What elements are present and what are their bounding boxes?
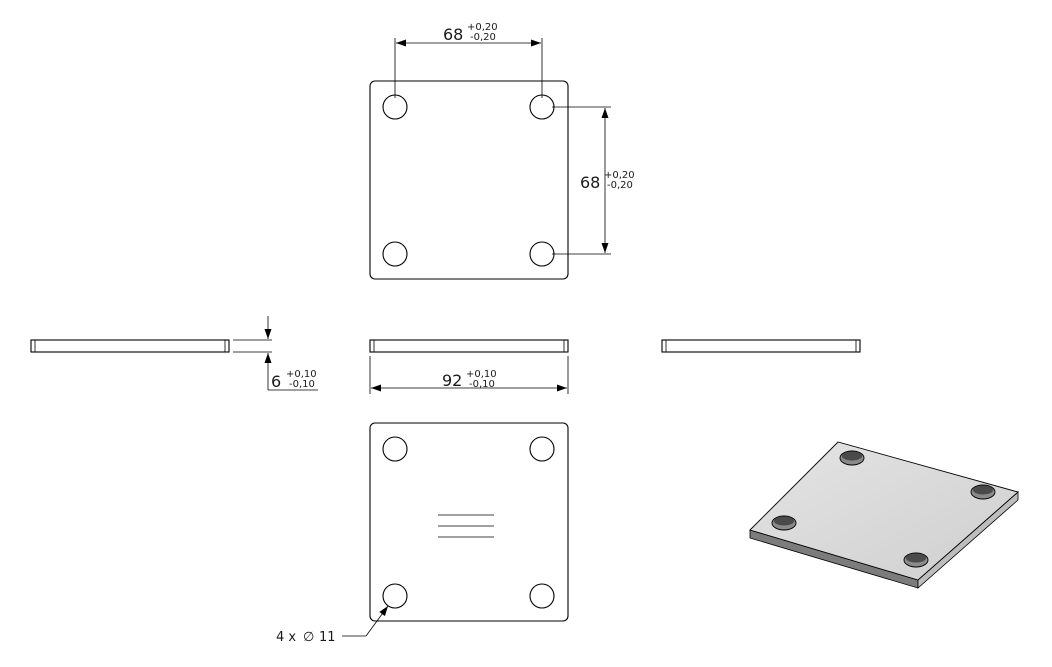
bottom-view-hole-bottom-right: [529, 583, 555, 609]
isometric-view: [749, 441, 1019, 589]
thickness-tol-minus: -0,10: [289, 379, 315, 390]
iso-holes: [771, 450, 996, 568]
right-side-view: [661, 339, 861, 353]
hole-count: 4 x: [276, 630, 296, 645]
top-view-plate-outline: [369, 80, 569, 280]
side-hole-spacing-value: 68: [580, 173, 600, 192]
iso-top-face: [749, 441, 1019, 581]
top-view-hole-top-left: [382, 94, 408, 120]
top-view: 68 +0,20 -0,20 68 +0,20 -0,20: [369, 22, 635, 280]
top-hole-spacing-tol-minus: -0,20: [470, 32, 496, 43]
bottom-view-plate-outline: [369, 422, 569, 622]
top-view-hole-top-right: [529, 94, 555, 120]
top-view-hole-bottom-right: [529, 241, 555, 267]
bottom-view: [369, 422, 569, 622]
side-hole-spacing-dimension: 68 +0,20 -0,20: [552, 106, 635, 255]
top-view-hole-bottom-left: [382, 241, 408, 267]
thickness-dimension: 6 +0,10 -0,10: [233, 316, 318, 391]
front-view: [369, 339, 569, 353]
bottom-view-hole-top-left: [382, 436, 408, 462]
thickness-tol-plus: +0,10: [286, 369, 317, 380]
side-hole-spacing-tol-plus: +0,20: [604, 170, 635, 181]
center-mark-lines: [438, 514, 494, 538]
diameter-symbol-icon: ∅: [303, 630, 314, 645]
width-tol-plus: +0,10: [466, 369, 497, 380]
bottom-view-hole-top-right: [529, 436, 555, 462]
side-hole-spacing-tol-minus: -0,20: [607, 180, 633, 191]
width-tol-minus: -0,10: [469, 379, 495, 390]
thickness-value: 6: [271, 372, 281, 391]
width-dimension: 92 +0,10 -0,10: [369, 356, 569, 394]
top-hole-spacing-dimension: 68 +0,20 -0,20: [394, 22, 543, 98]
top-hole-spacing-tol-plus: +0,20: [467, 22, 498, 33]
hole-callout: 4 x ∅ 11: [276, 605, 389, 645]
bottom-view-hole-bottom-left: [382, 583, 408, 609]
left-side-view: [30, 339, 230, 353]
width-value: 92: [442, 371, 462, 390]
top-hole-spacing-value: 68: [443, 25, 463, 44]
hole-diameter: 11: [319, 630, 336, 645]
